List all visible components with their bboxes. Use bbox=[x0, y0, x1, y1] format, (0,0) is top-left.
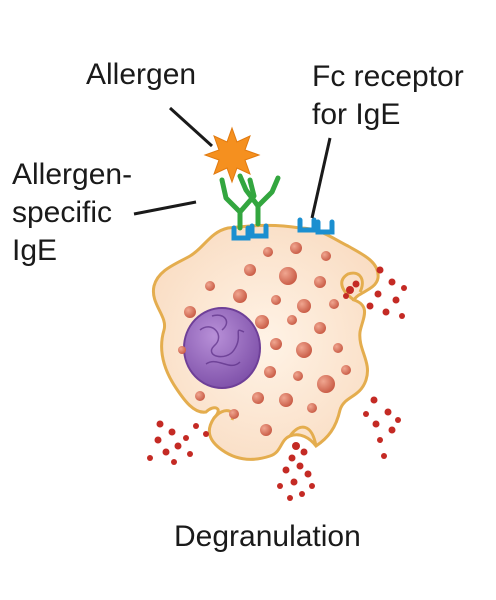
fc-receptor-label-line2: for IgE bbox=[312, 98, 400, 131]
allergen-icon bbox=[203, 126, 261, 184]
fc-receptor-icon bbox=[231, 217, 335, 241]
ige-label-line3: IgE bbox=[12, 234, 57, 267]
allergen-leader-line bbox=[168, 106, 214, 148]
degranulation-pocket-right bbox=[340, 271, 364, 302]
chromatin bbox=[199, 314, 245, 367]
fc-receptor-label-line1: Fc receptor bbox=[312, 60, 464, 93]
ige-label-line2: specific bbox=[12, 196, 112, 229]
ige-antibody-icon bbox=[219, 173, 281, 231]
granules bbox=[178, 242, 351, 436]
ige-leader-line bbox=[133, 200, 197, 216]
allergen-label: Allergen bbox=[86, 58, 196, 91]
released-granules bbox=[147, 266, 407, 501]
degranulation-pocket-bottom bbox=[288, 425, 318, 447]
nucleus bbox=[183, 307, 261, 389]
degranulation-label: Degranulation bbox=[174, 520, 361, 553]
ige-label-line1: Allergen- bbox=[12, 158, 132, 191]
fc-receptor-leader-line bbox=[310, 137, 332, 219]
